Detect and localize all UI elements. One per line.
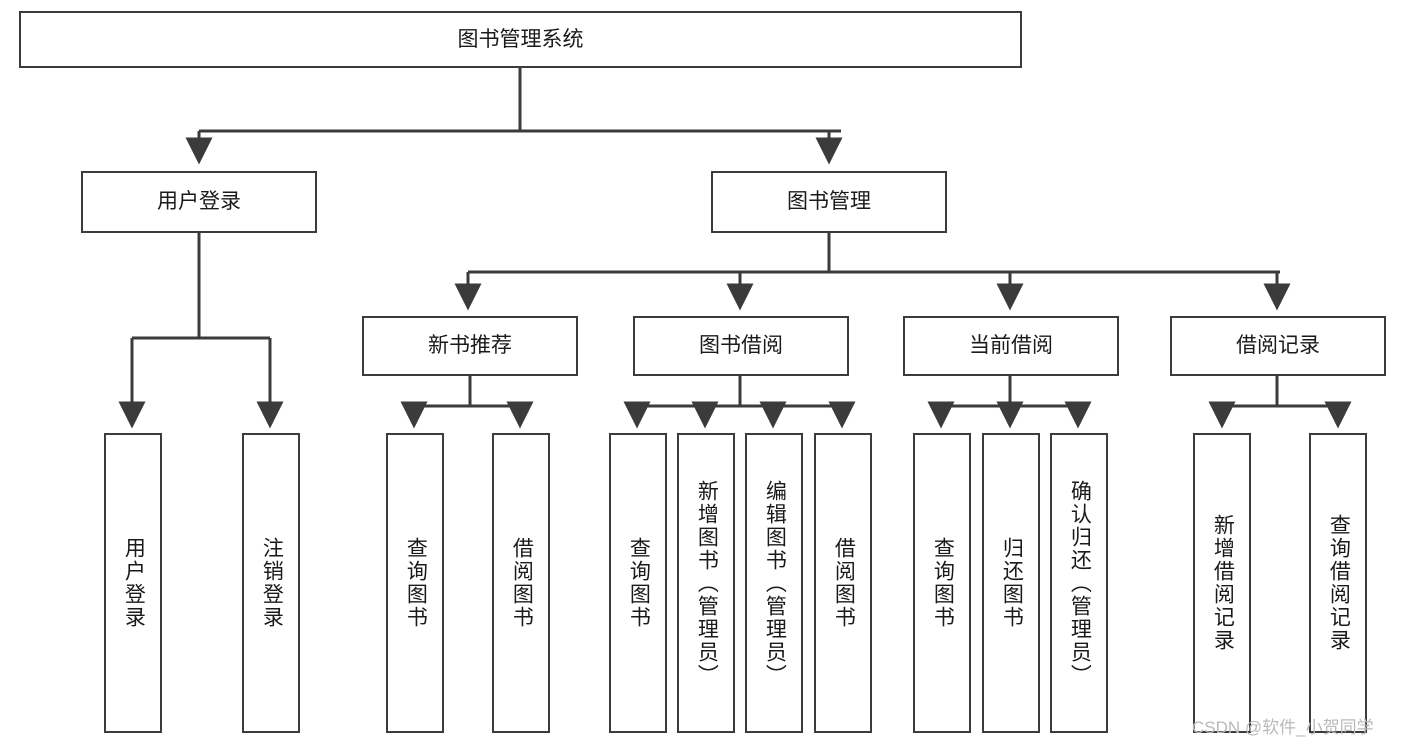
node-leaf-add-borrow-record[interactable]: 新增借阅记录: [1193, 433, 1251, 733]
node-book-borrow-label: 图书借阅: [699, 334, 783, 358]
node-leaf-add-book-label: 新增图书（管理员）: [695, 479, 719, 687]
node-leaf-borrow-book-1-label: 借阅图书: [510, 537, 534, 629]
node-leaf-return-book-label: 归还图书: [1000, 537, 1024, 629]
node-leaf-query-book-3[interactable]: 查询图书: [913, 433, 971, 733]
node-leaf-edit-book-label: 编辑图书（管理员）: [763, 479, 787, 687]
node-leaf-borrow-book-2[interactable]: 借阅图书: [814, 433, 872, 733]
node-leaf-query-book-3-label: 查询图书: [931, 537, 955, 629]
node-leaf-confirm-return[interactable]: 确认归还（管理员）: [1050, 433, 1108, 733]
node-new-book-recommend-label: 新书推荐: [428, 334, 512, 358]
node-borrow-record[interactable]: 借阅记录: [1170, 316, 1386, 376]
node-user-login-label: 用户登录: [157, 190, 241, 214]
node-leaf-borrow-book-1[interactable]: 借阅图书: [492, 433, 550, 733]
node-leaf-query-book-2-label: 查询图书: [627, 537, 651, 629]
node-leaf-logout-login-label: 注销登录: [260, 537, 284, 629]
node-leaf-query-borrow-record[interactable]: 查询借阅记录: [1309, 433, 1367, 733]
node-user-login[interactable]: 用户登录: [81, 171, 317, 233]
node-leaf-add-borrow-record-label: 新增借阅记录: [1211, 514, 1235, 652]
node-leaf-logout-login[interactable]: 注销登录: [242, 433, 300, 733]
node-leaf-query-book-1-label: 查询图书: [404, 537, 428, 629]
node-new-book-recommend[interactable]: 新书推荐: [362, 316, 578, 376]
node-current-borrow[interactable]: 当前借阅: [903, 316, 1119, 376]
node-current-borrow-label: 当前借阅: [969, 334, 1053, 358]
node-book-management-label: 图书管理: [787, 190, 871, 214]
node-leaf-query-book-2[interactable]: 查询图书: [609, 433, 667, 733]
node-leaf-confirm-return-label: 确认归还（管理员）: [1068, 479, 1092, 687]
node-leaf-query-book-1[interactable]: 查询图书: [386, 433, 444, 733]
node-root-label: 图书管理系统: [457, 27, 584, 51]
node-book-management[interactable]: 图书管理: [711, 171, 947, 233]
node-leaf-query-borrow-record-label: 查询借阅记录: [1327, 514, 1351, 652]
node-leaf-user-login[interactable]: 用户登录: [104, 433, 162, 733]
node-book-borrow[interactable]: 图书借阅: [633, 316, 849, 376]
node-leaf-user-login-label: 用户登录: [122, 537, 146, 629]
node-leaf-borrow-book-2-label: 借阅图书: [832, 537, 856, 629]
node-leaf-return-book[interactable]: 归还图书: [982, 433, 1040, 733]
watermark-text: CSDN @软件_小贺同学: [1192, 718, 1374, 737]
node-borrow-record-label: 借阅记录: [1236, 334, 1320, 358]
node-leaf-add-book[interactable]: 新增图书（管理员）: [677, 433, 735, 733]
node-root[interactable]: 图书管理系统: [19, 11, 1022, 68]
node-leaf-edit-book[interactable]: 编辑图书（管理员）: [745, 433, 803, 733]
